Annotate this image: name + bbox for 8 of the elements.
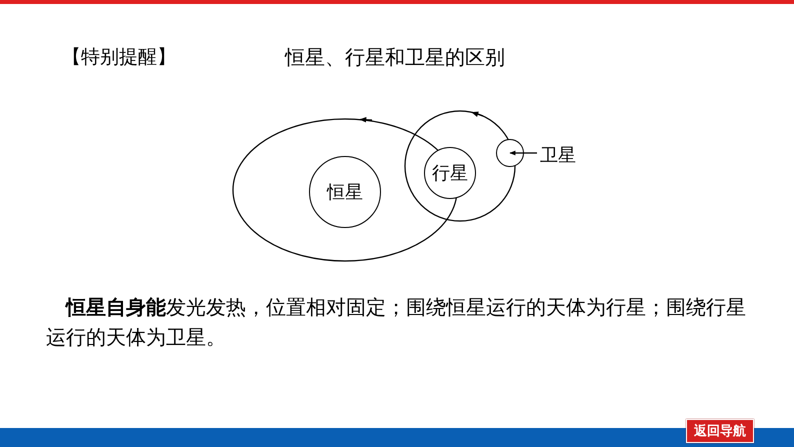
explanation-paragraph: 恒星自身能发光发热，位置相对固定；围绕恒星运行的天体为行星；围绕行星运行的天体为卫星。	[46, 294, 746, 351]
moon-circle	[496, 139, 524, 167]
planet-circle: 行星	[424, 147, 476, 199]
section-tag: 【特别提醒】	[62, 44, 176, 70]
back-nav-button: 返回导航	[686, 419, 754, 443]
satellite-label: 卫星	[537, 143, 579, 167]
title: 恒星、行星和卫星的区别	[285, 44, 505, 71]
star-circle: 恒星	[309, 156, 381, 228]
